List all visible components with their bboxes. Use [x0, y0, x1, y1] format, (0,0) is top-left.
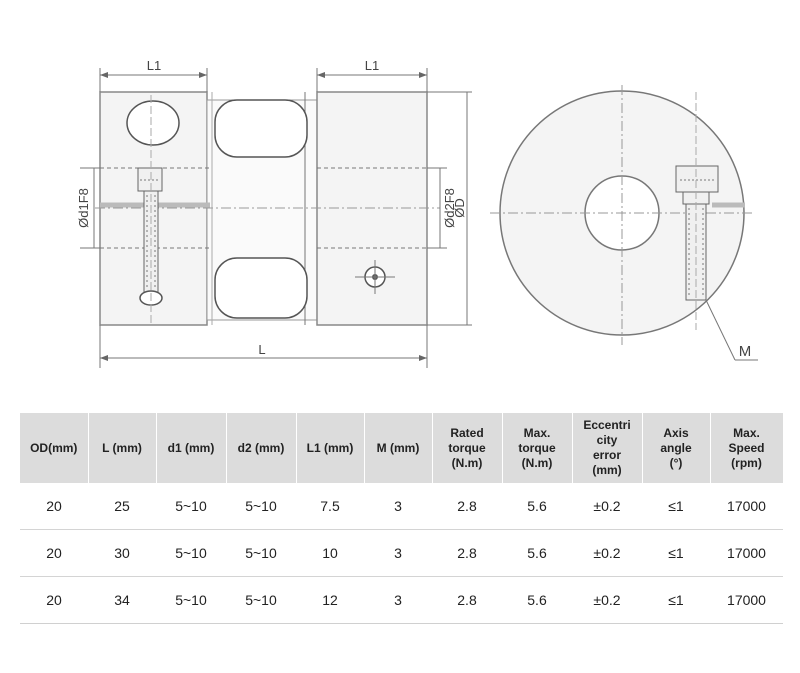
dim-label-screw: M [739, 343, 752, 360]
table-cell: 5.6 [502, 576, 572, 624]
dim-label-outer-diameter: ØD [452, 198, 467, 218]
table-cell: 2.8 [432, 576, 502, 624]
table-cell: 5~10 [226, 576, 296, 624]
table-cell: ≤1 [642, 576, 710, 624]
header-m: M (mm) [364, 413, 433, 483]
clamp-screw-head-oval [126, 100, 180, 146]
table-cell: 3 [364, 529, 432, 577]
table-cell: 30 [88, 529, 156, 577]
header-max-speed: Max. Speed (rpm) [710, 413, 784, 483]
table-cell: ≤1 [642, 529, 710, 577]
table-cell: 5~10 [156, 529, 226, 577]
table-row: 20 25 5~10 5~10 7.5 3 2.8 5.6 ±0.2 ≤1 17… [20, 483, 783, 530]
table-cell: 3 [364, 483, 432, 530]
table-cell: 5.6 [502, 483, 572, 530]
table-cell: 5~10 [226, 529, 296, 577]
header-d1: d1 (mm) [156, 413, 227, 483]
specification-table: OD(mm) L (mm) d1 (mm) d2 (mm) L1 (mm) M … [20, 413, 784, 624]
table-header-row: OD(mm) L (mm) d1 (mm) d2 (mm) L1 (mm) M … [20, 413, 784, 483]
table-cell: ≤1 [642, 483, 710, 530]
dim-label-length: L [258, 342, 265, 357]
jaw-slot-bottom [214, 257, 308, 319]
table-cell: ±0.2 [572, 529, 642, 577]
table-cell: 17000 [710, 529, 783, 577]
table-cell: 5~10 [226, 483, 296, 530]
jaw-slot-top [214, 99, 308, 158]
table-cell: ±0.2 [572, 483, 642, 530]
table-cell: 7.5 [296, 483, 364, 530]
dim-label-bore-right: Ød2F8 [442, 188, 457, 228]
table-row: 20 34 5~10 5~10 12 3 2.8 5.6 ±0.2 ≤1 170… [20, 576, 783, 624]
table-cell: 5.6 [502, 529, 572, 577]
table-cell: 3 [364, 576, 432, 624]
table-cell: 20 [20, 576, 88, 624]
header-od: OD(mm) [20, 413, 89, 483]
table-cell: 20 [20, 483, 88, 530]
table-cell: 2.8 [432, 529, 502, 577]
table-cell: ±0.2 [572, 576, 642, 624]
table-cell: 2.8 [432, 483, 502, 530]
header-rated-torque: Rated torque (N.m) [432, 413, 503, 483]
header-d2: d2 (mm) [226, 413, 297, 483]
coupling-technical-drawing: L1 L1 L Ød1F8 Ød2F8 ØD M [76, 58, 758, 368]
header-eccentricity: Eccentri city error (mm) [572, 413, 643, 483]
dim-label-bore-left: Ød1F8 [76, 188, 91, 228]
table-cell: 17000 [710, 576, 783, 624]
header-length: L (mm) [88, 413, 157, 483]
table-row: 20 30 5~10 5~10 10 3 2.8 5.6 ±0.2 ≤1 170… [20, 529, 783, 577]
table-cell: 34 [88, 576, 156, 624]
table-cell: 5~10 [156, 576, 226, 624]
table-cell: 5~10 [156, 483, 226, 530]
header-l1: L1 (mm) [296, 413, 365, 483]
dim-label-l1-right: L1 [365, 58, 379, 73]
dim-label-l1-left: L1 [147, 58, 161, 73]
table-cell: 12 [296, 576, 364, 624]
table-cell: 25 [88, 483, 156, 530]
table-cell: 17000 [710, 483, 783, 530]
header-axis-angle: Axis angle (°) [642, 413, 711, 483]
table-cell: 20 [20, 529, 88, 577]
table-cell: 10 [296, 529, 364, 577]
header-max-torque: Max. torque (N.m) [502, 413, 573, 483]
